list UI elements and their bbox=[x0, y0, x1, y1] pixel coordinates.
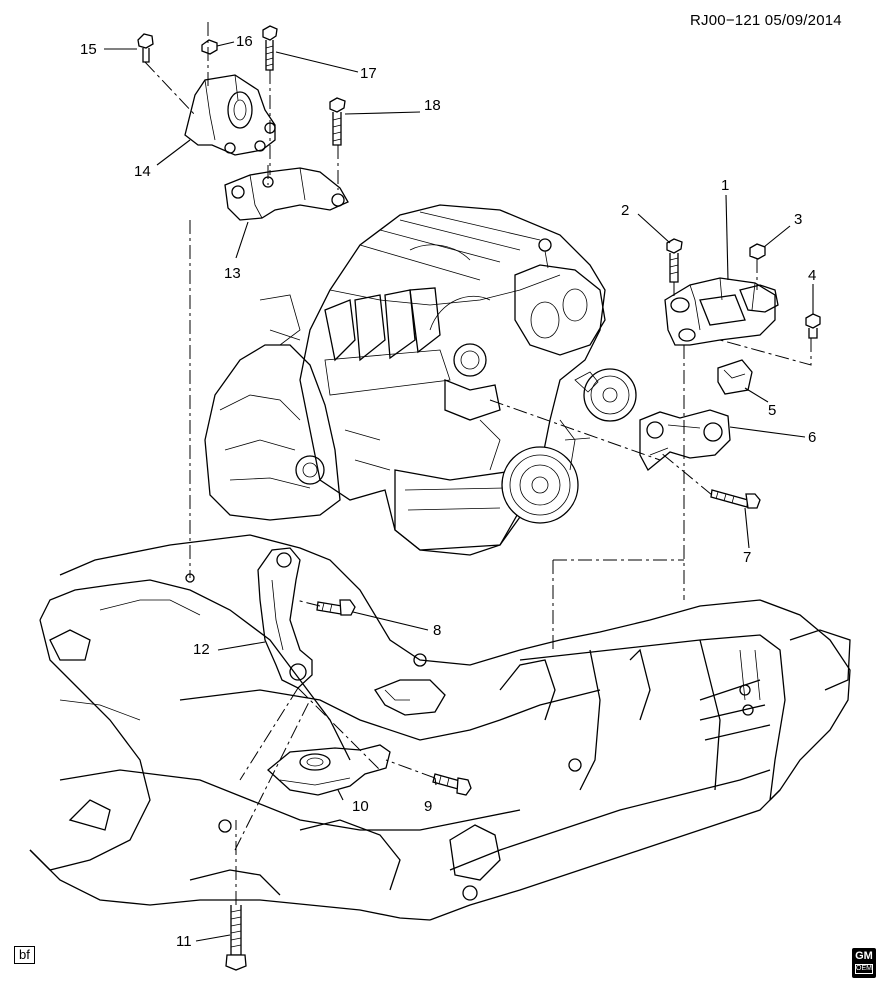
gm-logo-subtext: OEM bbox=[855, 964, 873, 974]
callout-3: 3 bbox=[794, 211, 803, 228]
callout-16: 16 bbox=[236, 33, 253, 50]
callout-15: 15 bbox=[80, 41, 97, 58]
transmission-mount-part-14 bbox=[184, 74, 276, 156]
engine-mount-bracket-part-6 bbox=[639, 409, 731, 472]
nut-part-16 bbox=[201, 39, 218, 55]
callout-12: 12 bbox=[193, 641, 210, 658]
bolt-part-15 bbox=[137, 33, 154, 63]
restrictor-mount-part-12 bbox=[257, 547, 313, 689]
nut-part-3 bbox=[749, 243, 766, 260]
callout-10: 10 bbox=[352, 798, 369, 815]
callout-5: 5 bbox=[768, 402, 777, 419]
bf-label-box: bf bbox=[14, 946, 35, 964]
bolt-part-11 bbox=[225, 905, 247, 971]
callout-6: 6 bbox=[808, 429, 817, 446]
engine-assembly bbox=[204, 204, 637, 556]
callout-13: 13 bbox=[224, 265, 241, 282]
alignment-lines bbox=[144, 22, 812, 905]
gm-logo-text: GM bbox=[855, 950, 873, 962]
bolt-part-17 bbox=[262, 25, 278, 71]
callout-14: 14 bbox=[134, 163, 151, 180]
bolt-part-4 bbox=[805, 313, 821, 339]
lower-mount-part-10 bbox=[267, 744, 391, 796]
callout-9: 9 bbox=[424, 798, 433, 815]
callout-7: 7 bbox=[743, 549, 752, 566]
callout-8: 8 bbox=[433, 622, 442, 639]
bolt-part-2 bbox=[666, 238, 683, 283]
bolt-part-18 bbox=[329, 97, 346, 146]
transmission-mount-bracket-part-13 bbox=[224, 167, 349, 221]
front-cradle bbox=[29, 534, 851, 921]
diagram-reference-code: RJ00−121 05/09/2014 bbox=[690, 12, 842, 29]
gm-logo: GM OEM bbox=[852, 948, 876, 978]
callout-1: 1 bbox=[721, 177, 730, 194]
right-engine-mount-part-1 bbox=[664, 277, 779, 346]
callout-4: 4 bbox=[808, 267, 817, 284]
callout-18: 18 bbox=[424, 97, 441, 114]
leader-lines bbox=[104, 41, 814, 942]
bolt-part-7 bbox=[710, 489, 761, 509]
callout-11: 11 bbox=[176, 933, 192, 950]
callout-2: 2 bbox=[621, 202, 630, 219]
bolt-part-8 bbox=[316, 599, 356, 616]
bolt-part-9 bbox=[432, 773, 472, 796]
callout-17: 17 bbox=[360, 65, 377, 82]
